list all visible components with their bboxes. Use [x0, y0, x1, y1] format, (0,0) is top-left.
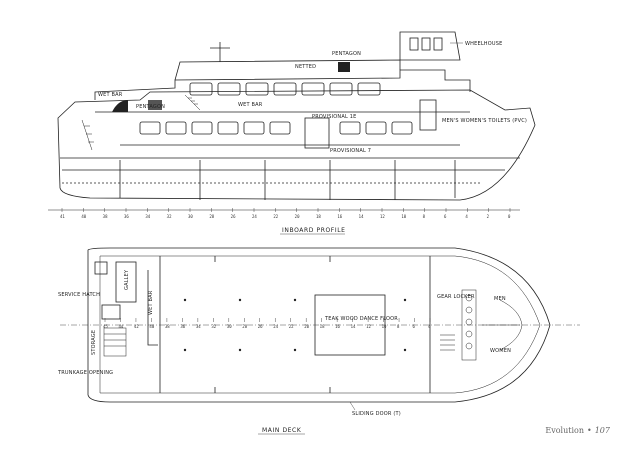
- main-windows: [139, 121, 413, 135]
- wet-bar-fill: [112, 100, 128, 112]
- wheelhouse-window: [433, 37, 443, 51]
- aft-stairs: [103, 327, 127, 357]
- frame-tick-label: 28: [209, 214, 214, 219]
- label-wheelhouse: WHEELHOUSE: [465, 41, 503, 47]
- frame-tick-label: 18: [320, 324, 325, 329]
- top-cabin: [174, 59, 401, 81]
- dance-floor: [314, 294, 386, 356]
- page-footer: Evolution•107: [545, 426, 610, 435]
- frame-tick-label: 38: [165, 324, 170, 329]
- frame-tick-label: 8: [397, 324, 400, 329]
- frame-tick-label: 26: [258, 324, 263, 329]
- frame-tick-label: 36: [124, 214, 129, 219]
- footer-page: 107: [594, 426, 610, 435]
- frame-tick-label: 41: [60, 214, 65, 219]
- label-wet-bar-upper: WET BAR: [98, 92, 123, 98]
- galley-stove: [94, 261, 108, 275]
- frame-tick-label: 10: [382, 324, 387, 329]
- inboard-profile: [57, 31, 536, 201]
- pentagon-fill: [148, 100, 162, 110]
- frame-tick-label: 20: [304, 324, 309, 329]
- frame-tick-label: 10: [401, 214, 406, 219]
- wet-bar-counter: [147, 270, 158, 346]
- footer-book: Evolution: [545, 426, 584, 435]
- label-wet-bar: WET BAR: [148, 290, 154, 315]
- frame-tick-label: 14: [359, 214, 364, 219]
- label-provisional-2: PROVISIONAL 7: [330, 148, 371, 154]
- frame-tick-label: 32: [211, 324, 216, 329]
- label-service-hatch: SERVICE HATCH: [58, 292, 100, 298]
- label-provisional-1: PROVISIONAL 1E: [312, 114, 357, 120]
- frame-tick-label: 42: [134, 324, 139, 329]
- label-storage: STORAGE: [91, 330, 97, 355]
- stairs: [81, 94, 201, 151]
- label-pentagon-lower: PENTAGON: [136, 104, 165, 110]
- frame-tick-label: 34: [196, 324, 201, 329]
- wheelhouse-window: [421, 37, 431, 51]
- frame-tick-label: 8: [423, 214, 426, 219]
- upper-windows: [189, 82, 381, 96]
- frame-tick-label: 22: [289, 324, 294, 329]
- door: [304, 117, 330, 149]
- frame-tick-label: 16: [337, 214, 342, 219]
- frame-tick-label: 30: [227, 324, 232, 329]
- deck-title: MAIN DECK: [262, 427, 302, 434]
- label-sliding-door: SLIDING DOOR (T): [352, 411, 401, 417]
- hull-outline: [57, 89, 536, 201]
- pentagon-top-fill: [338, 62, 350, 72]
- label-mens-womens: MEN'S WOMEN'S TOILETS (PVC): [442, 118, 527, 124]
- frame-tick-label: 18: [316, 214, 321, 219]
- main-deck-plan: [60, 247, 580, 403]
- frame-tick-label: 28: [242, 324, 247, 329]
- profile-title: INBOARD PROFILE: [282, 227, 346, 234]
- frame-tick-label: 20: [295, 214, 300, 219]
- upper-cabin: [94, 69, 471, 100]
- frame-tick-label: 45: [103, 324, 108, 329]
- label-wet-bar-mid: WET BAR: [238, 102, 263, 108]
- frame-tick-label: 24: [273, 324, 278, 329]
- label-women: WOMEN: [490, 348, 511, 354]
- galley-counter: [115, 261, 137, 303]
- footer-separator: •: [587, 426, 592, 435]
- frame-tick-label: 4: [428, 324, 431, 329]
- frame-tick-label: 16: [335, 324, 340, 329]
- frame-tick-label: 14: [351, 324, 356, 329]
- frame-tick-label: 40: [81, 214, 86, 219]
- frame-tick-label: 0: [508, 214, 511, 219]
- frame-tick-label: 38: [103, 214, 108, 219]
- wheelhouse-window: [409, 37, 419, 51]
- stanchions: [183, 298, 407, 352]
- frame-tick-label: 24: [252, 214, 257, 219]
- frame-tick-label: 4: [465, 214, 468, 219]
- frame-tick-label: 2: [487, 214, 490, 219]
- label-teak-wood: TEAK WOOD DANCE FLOOR: [324, 316, 398, 322]
- frame-tick-label: 32: [167, 214, 172, 219]
- deck-frame-scale: 45 44 42 40 38 36 34 32 30 28 26 24 22 20 18 16 14 12 10 8 6…: [103, 318, 431, 329]
- label-pentagon: PENTAGON: [332, 51, 361, 57]
- head-compartments: [461, 289, 523, 361]
- door: [419, 99, 437, 131]
- frame-tick-label: 40: [149, 324, 154, 329]
- frame-tick-label: 22: [273, 214, 278, 219]
- label-gear-locker: GEAR LOCKER: [437, 294, 475, 300]
- label-netted: NETTED: [295, 64, 316, 70]
- frame-tick-label: 12: [380, 214, 385, 219]
- frame-tick-label: 36: [180, 324, 185, 329]
- frame-tick-label: 26: [231, 214, 236, 219]
- frame-tick-label: 6: [413, 324, 416, 329]
- frame-tick-label: 12: [366, 324, 371, 329]
- label-trunk: TRUNKAGE OPENING: [57, 370, 113, 376]
- frame-tick-label: 6: [444, 214, 447, 219]
- frame-tick-label: 44: [118, 324, 123, 329]
- wheelhouse: [399, 31, 461, 61]
- label-galley: GALLEY: [124, 269, 130, 290]
- frame-tick-label: 34: [145, 214, 150, 219]
- galley-sink: [101, 304, 121, 320]
- label-men: MEN: [494, 296, 506, 302]
- frame-tick-label: 30: [188, 214, 193, 219]
